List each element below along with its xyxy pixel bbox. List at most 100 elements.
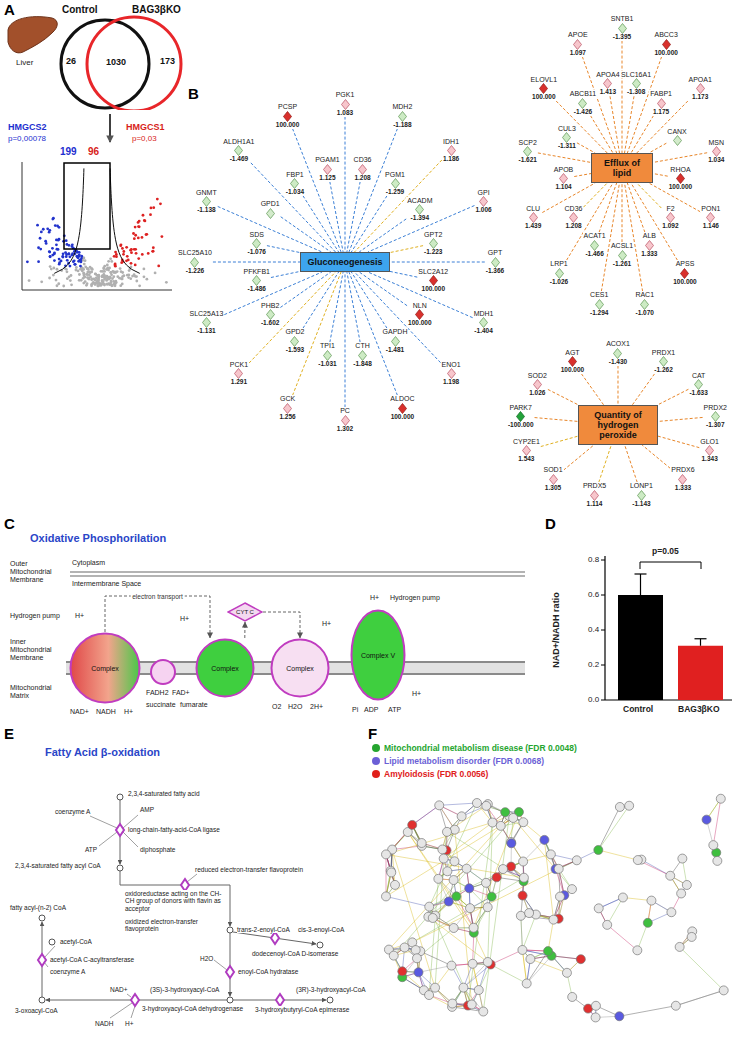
text-label: oxidoreductase acting on the CH-CH group… xyxy=(125,890,225,912)
fold-change: -1.469 xyxy=(229,156,249,163)
enzyme-diamond xyxy=(116,824,124,836)
gene-diamond xyxy=(679,474,687,484)
protein-node xyxy=(482,801,491,810)
text-label: ADP xyxy=(364,706,378,714)
gene-diamond xyxy=(533,379,541,389)
protein-node xyxy=(411,946,420,955)
data-point xyxy=(36,224,39,227)
gene-symbol xyxy=(415,204,424,215)
text-label: AMP xyxy=(140,806,154,813)
gene-node: SOD11.305 xyxy=(542,466,563,491)
gene-symbol xyxy=(290,336,299,347)
data-point xyxy=(40,280,43,283)
gene-symbol xyxy=(491,257,500,268)
data-point xyxy=(39,237,42,240)
protein-node xyxy=(576,955,585,964)
gene-name: RHOA xyxy=(669,166,691,173)
gene-name: TPI1 xyxy=(319,342,336,349)
fold-change: -1.486 xyxy=(247,286,267,293)
protein-node xyxy=(509,813,518,822)
gene-symbol xyxy=(283,111,292,122)
text-label: enoyl-CoA hydratase xyxy=(238,968,298,975)
complex-shape xyxy=(272,640,329,697)
text-label: Intermembrane Space xyxy=(72,580,141,588)
protein-node xyxy=(457,812,466,821)
interaction-edge xyxy=(439,803,477,805)
venn-circle: BAG3βKO173 xyxy=(82,4,186,110)
gene-diamond xyxy=(618,23,626,33)
text-label: 3-oxoacyl-CoA xyxy=(15,1007,58,1014)
gene-diamond xyxy=(291,336,299,346)
reaction-arrow xyxy=(233,932,316,944)
protein-node xyxy=(487,892,496,901)
data-point xyxy=(99,284,102,287)
fold-change: -1.261 xyxy=(612,261,632,268)
interaction-edge xyxy=(491,950,523,965)
text-label: HMGCS1 xyxy=(126,122,165,132)
gene-name: GLO1 xyxy=(699,438,720,445)
gene-name: MDH1 xyxy=(473,310,495,317)
fold-change: -1.593 xyxy=(285,347,305,354)
data-point xyxy=(40,230,43,233)
gene-name: CTH xyxy=(354,342,370,349)
gene-node: APOA41.413 xyxy=(595,71,620,96)
gene-diamond xyxy=(696,84,704,94)
gene-diamond xyxy=(673,136,681,146)
text-label: 2H+ xyxy=(310,703,323,711)
metabolite xyxy=(39,915,45,921)
data-point xyxy=(138,225,141,228)
gene-name: SDS xyxy=(249,231,265,238)
gene-symbol xyxy=(323,164,332,175)
data-point xyxy=(134,234,137,237)
text-label: H+ xyxy=(412,690,421,698)
protein-node xyxy=(625,801,634,810)
connector xyxy=(622,41,623,153)
complex-name: CYT C xyxy=(236,609,254,615)
gene-diamond xyxy=(447,369,455,379)
gene-name: APOA1 xyxy=(688,76,713,83)
gene-diamond xyxy=(662,39,670,49)
gene-symbol xyxy=(680,268,689,279)
gene-symbol xyxy=(202,317,211,328)
data-point xyxy=(119,244,122,247)
gene-name: APOE xyxy=(567,31,588,38)
gene-diamond xyxy=(657,98,665,108)
gene-symbol xyxy=(266,309,275,320)
connector xyxy=(368,206,475,252)
fold-change: 100.000 xyxy=(560,367,586,374)
gene-name: PRDX5 xyxy=(582,482,607,489)
interaction-edge xyxy=(598,806,629,850)
edge-label: electron transport xyxy=(130,593,185,600)
gene-diamond xyxy=(284,403,292,413)
gene-node: GCK1.256 xyxy=(278,395,296,420)
gene-name: GNMT xyxy=(195,189,218,196)
text-label: oxidized electron-transfer flavoprotein xyxy=(125,918,225,933)
protein-node xyxy=(449,876,458,885)
connector xyxy=(599,445,612,482)
gene-name: APOB xyxy=(553,166,574,173)
data-point xyxy=(86,267,89,270)
data-point xyxy=(131,275,134,278)
gene-symbol xyxy=(539,83,548,94)
gene-node: SCP2-1.621 xyxy=(517,139,537,164)
text-label: H+ xyxy=(124,708,133,716)
gene-diamond xyxy=(666,213,674,223)
data-point xyxy=(121,278,124,281)
protein-node xyxy=(459,983,468,992)
protein-node xyxy=(474,986,483,995)
data-point xyxy=(53,259,56,262)
data-point xyxy=(49,255,52,258)
fold-change: -1.366 xyxy=(485,268,505,275)
data-point xyxy=(105,268,108,271)
gene-node: CES1-1.294 xyxy=(589,291,609,316)
text-label: p=0.05 xyxy=(652,547,679,557)
data-point xyxy=(145,278,148,281)
protein-node xyxy=(633,856,642,865)
connector xyxy=(280,272,330,307)
metabolite xyxy=(227,927,233,933)
protein-node xyxy=(496,821,505,830)
text-label: succinate xyxy=(146,701,176,709)
data-point xyxy=(133,237,136,240)
gene-diamond xyxy=(391,178,399,188)
data-point xyxy=(56,268,59,271)
